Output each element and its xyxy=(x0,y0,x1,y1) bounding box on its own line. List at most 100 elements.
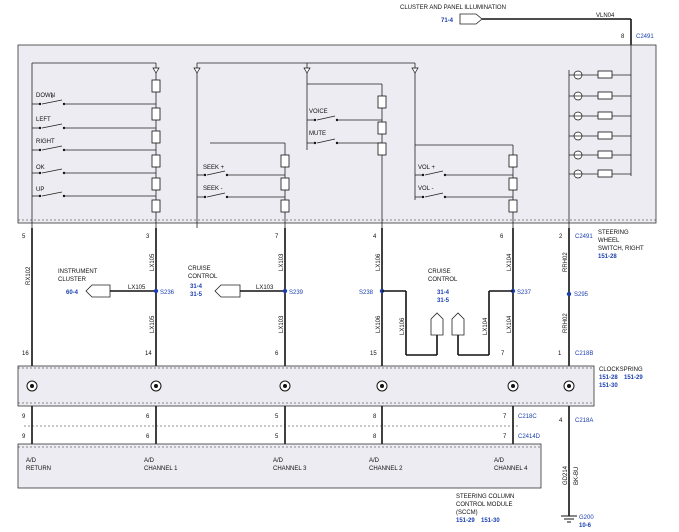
switch-label-up: UP xyxy=(36,187,44,193)
cs-top-connector: C218B xyxy=(575,351,593,357)
cruise-b-ref-2: 31-5 xyxy=(437,298,450,304)
scm-label-return-2: RETURN xyxy=(26,466,51,472)
switch-label-ok: OK xyxy=(36,165,45,171)
voice-mute-switches xyxy=(307,95,387,156)
scm-label-ch4-1: A/D xyxy=(494,458,505,464)
ground-name: G200 xyxy=(579,515,594,521)
illumination-title: CLUSTER AND PANEL ILLUMINATION xyxy=(400,5,506,11)
switch-label-seek-plus: SEEK + xyxy=(203,165,225,171)
scm-pin-5: 5 xyxy=(275,434,279,440)
instrument-cluster-ref: 60-4 xyxy=(66,290,79,296)
cruise-control-label-2: CONTROL xyxy=(188,274,218,280)
switch-label-vol-minus: VOL - xyxy=(418,186,433,192)
cruise-b-ref-1: 31-4 xyxy=(437,290,450,296)
switch-pin-5: 5 xyxy=(22,234,26,240)
cruise-control-ref-1: 31-4 xyxy=(190,284,203,290)
resistor-chain-1 xyxy=(151,67,161,213)
switch-pin-3: 3 xyxy=(146,234,150,240)
steering-wheel-switch-box xyxy=(17,44,657,224)
wire-label-rrh02-b: RRH02 xyxy=(563,313,569,333)
splice-s239: S239 xyxy=(289,290,304,296)
instrument-cluster-label-2: CLUSTER xyxy=(58,277,87,283)
scm-pin-8: 8 xyxy=(373,434,377,440)
wire-label-vln04: VLN04 xyxy=(596,13,615,19)
switch-label-down: DOWN xyxy=(36,93,55,99)
wire-label-rx102: RX102 xyxy=(26,266,32,285)
splice-s295-dot xyxy=(566,291,572,297)
cs-bottom-pin-5: 5 xyxy=(275,414,279,420)
wire-label-lx104-a: LX104 xyxy=(507,253,513,271)
splice-s236-dot xyxy=(153,288,159,294)
switch-label-right: RIGHT xyxy=(36,139,55,145)
scm-label-ch4-2: CHANNEL 4 xyxy=(494,466,528,472)
instrument-cluster-connector xyxy=(85,284,111,298)
clockspring-terminals xyxy=(26,380,575,392)
top-connector: C2491 xyxy=(636,34,654,40)
cs-c218a: C218A xyxy=(575,418,593,424)
switch-title-ref: 151-28 xyxy=(598,254,617,260)
cs-top-pin-6: 6 xyxy=(275,351,279,357)
switch-pin-7: 7 xyxy=(275,234,279,240)
cs-bottom-pin-8: 8 xyxy=(373,414,377,420)
cruise-control-wire-label: LX103 xyxy=(256,285,274,291)
scm-box xyxy=(17,443,542,489)
scm-title-1: STEERING COLUMN xyxy=(456,494,514,500)
switch-title-line2: WHEEL xyxy=(598,238,620,244)
switch-label-vol-plus: VOL + xyxy=(418,165,435,171)
switch-label-seek-minus: SEEK - xyxy=(203,186,223,192)
cruise-control-b-wires xyxy=(382,290,513,356)
scm-ref-2: 151-30 xyxy=(481,518,500,524)
cruise-b-connector-2 xyxy=(451,312,465,336)
cs-bottom-connector: C218C xyxy=(518,414,537,420)
splice-s237: S237 xyxy=(517,290,532,296)
instrument-cluster-label-1: INSTRUMENT xyxy=(58,269,98,275)
ground-ref: 10-6 xyxy=(579,523,592,529)
cs-pin-4: 4 xyxy=(559,418,563,424)
switch-pin-6: 6 xyxy=(500,234,504,240)
scm-label-ch2-1: A/D xyxy=(369,458,380,464)
clockspring-ref-3: 151-30 xyxy=(599,383,618,389)
wire-label-bk-bu: BK-BU xyxy=(574,467,580,485)
wire-label-lx103-b: LX103 xyxy=(279,315,285,333)
scm-pin-9: 9 xyxy=(22,434,26,440)
cs-top-pin-1: 1 xyxy=(558,351,562,357)
switch-title-line1: STEERING xyxy=(598,230,629,236)
wire-label-gd214: GD214 xyxy=(563,465,569,485)
wire-label-lx104-b: LX104 xyxy=(507,315,513,333)
cruise-b-wire-label-lx106: LX106 xyxy=(400,317,406,335)
scm-label-ch1-2: CHANNEL 1 xyxy=(144,466,178,472)
scm-label-ch3-1: A/D xyxy=(273,458,284,464)
illumination-led-ladder xyxy=(568,45,632,228)
switch-ladder-left xyxy=(32,95,156,198)
scm-label-ch2-2: CHANNEL 2 xyxy=(369,466,403,472)
scm-title-3: (SCCM) xyxy=(456,510,478,516)
cs-bottom-pin-7: 7 xyxy=(503,414,507,420)
cruise-control-ref-2: 31-5 xyxy=(190,292,203,298)
splice-s295: S295 xyxy=(574,292,589,298)
splice-s238: S238 xyxy=(359,290,374,296)
illumination-ref: 71-4 xyxy=(441,18,454,24)
illumination-connector-arrow xyxy=(459,13,483,25)
switch-pin-4: 4 xyxy=(373,234,377,240)
clockspring-ref-2: 151-29 xyxy=(624,375,643,381)
cs-top-pin-7: 7 xyxy=(501,351,505,357)
scm-label-ch1-1: A/D xyxy=(144,458,155,464)
switch-label-left: LEFT xyxy=(36,117,51,123)
cruise-b-label-2: CONTROL xyxy=(428,277,458,283)
wire-label-lx106-b: LX106 xyxy=(376,315,382,333)
volume-switches xyxy=(415,154,518,213)
scm-pin-6: 6 xyxy=(146,434,150,440)
seek-switches xyxy=(197,154,290,213)
cs-top-pin-14: 14 xyxy=(145,351,152,357)
top-pin: 8 xyxy=(621,34,625,40)
switch-label-mute: MUTE xyxy=(309,131,326,137)
switch-label-voice: VOICE xyxy=(309,109,328,115)
scm-pin-7: 7 xyxy=(503,434,507,440)
cs-bottom-pin-9: 9 xyxy=(22,414,26,420)
cs-top-pin-16: 16 xyxy=(22,351,29,357)
cruise-control-connector xyxy=(214,284,241,298)
cruise-control-label-1: CRUISE xyxy=(188,266,211,272)
switch-connector: C2491 xyxy=(575,234,593,240)
main-wires xyxy=(31,228,570,370)
